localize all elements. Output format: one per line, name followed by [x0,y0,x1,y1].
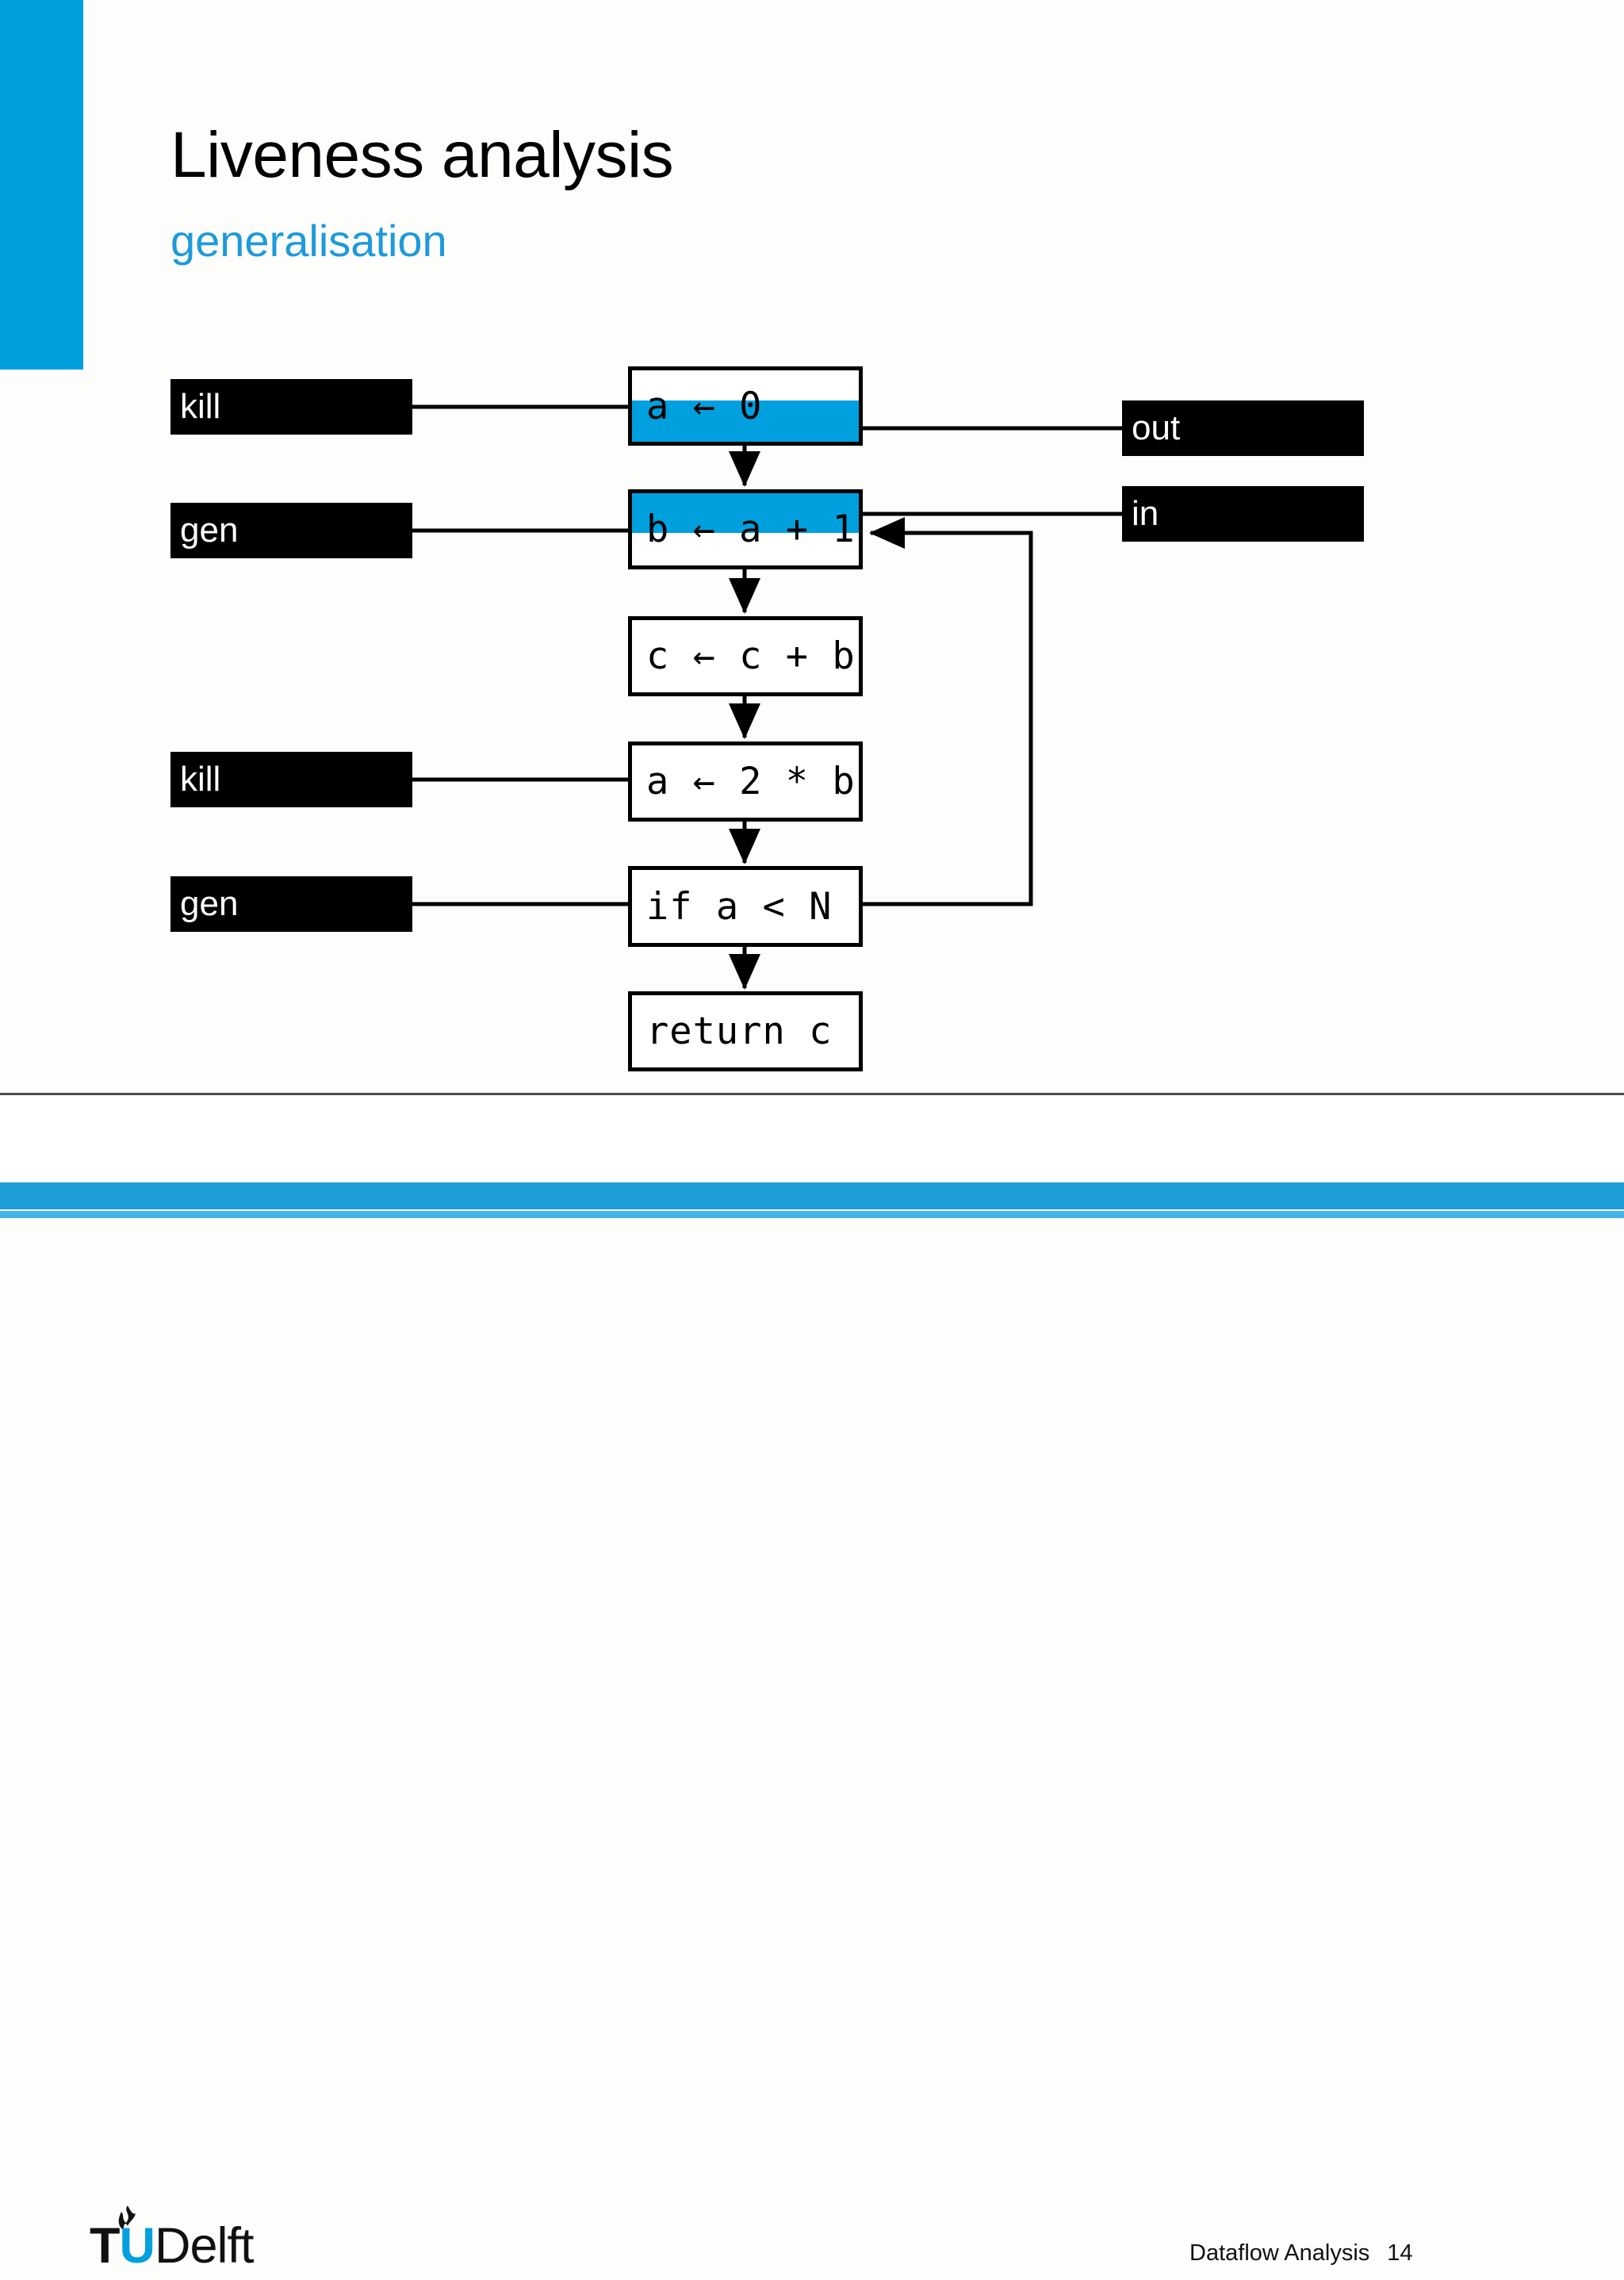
bottom-accent-bar-secondary [0,1211,1624,1218]
tudelft-logo: TUDelft [90,2204,296,2280]
cfg-node-code: a ← 2 * b [646,760,856,803]
footer: TUDelft Dataflow Analysis 14 [0,1095,1624,2271]
footer-divider [0,1093,1624,1095]
diagram-connectors [412,404,1124,990]
tag-in: in [1122,486,1364,542]
bottom-accent-bar [0,1182,1624,1209]
cfg-node-code: a ← 0 [646,384,763,428]
tag-gen-1: gen [170,503,412,558]
tag-label: gen [180,884,239,923]
cfg-node-1[interactable]: a ← 0 [628,366,863,446]
cfg-node-2[interactable]: b ← a + 1 [628,489,863,569]
tag-kill-2: kill [170,752,412,807]
tag-label: out [1132,408,1181,447]
tag-out: out [1122,400,1364,456]
tag-gen-2: gen [170,876,412,932]
cfg-node-3[interactable]: c ← c + b [628,616,863,696]
cfg-node-code: return c [646,1010,833,1053]
tag-label: kill [180,760,221,799]
tag-label: kill [180,387,221,426]
footer-note: Dataflow Analysis 14 [1189,2240,1413,2267]
cfg-node-code: if a < N [646,884,833,929]
highlight-band [632,493,859,533]
control-flow-diagram: a ← 0 b ← a + 1 c ← c + b a ← 2 * b if a… [0,0,1624,1110]
tag-label: gen [180,511,239,550]
cfg-node-6[interactable]: return c [628,991,863,1071]
course-name: Dataflow Analysis [1189,2240,1370,2266]
logo-word-delft: Delft [154,2218,255,2274]
page-title: Liveness analysis [170,119,674,191]
tag-label: in [1132,494,1159,533]
edge-back-n5-n2 [863,517,1033,906]
left-accent-bar [0,0,83,370]
tag-kill-1: kill [170,379,412,435]
tudelft-wordmark: TUDelft [90,2218,255,2274]
logo-letter-t: T [90,2218,120,2274]
cfg-node-5[interactable]: if a < N [628,866,863,947]
cfg-node-code: b ← a + 1 [646,508,856,551]
highlight-band [632,400,859,442]
cfg-node-4[interactable]: a ← 2 * b [628,741,863,822]
logo-letter-u: U [119,2218,155,2274]
cfg-node-code: c ← c + b [646,634,856,678]
page-subtitle: generalisation [170,216,447,266]
page-number: 14 [1387,2240,1413,2266]
